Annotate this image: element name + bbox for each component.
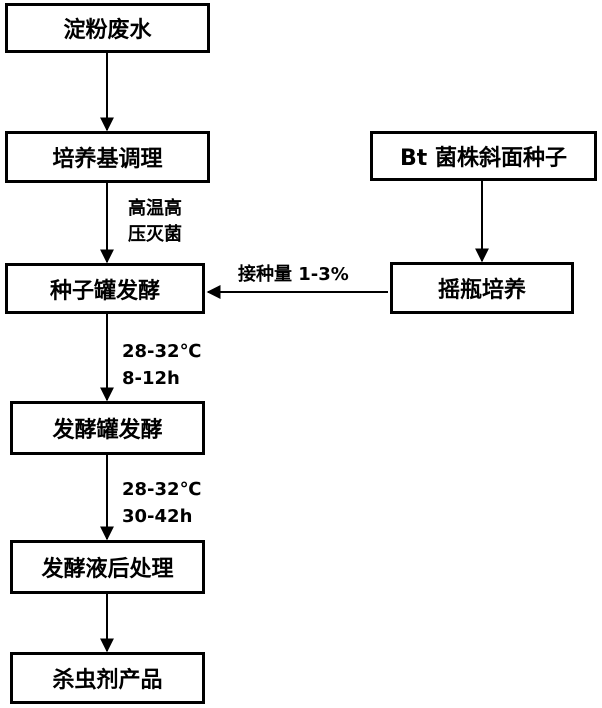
label-sterilization-line1: 高温高: [128, 198, 182, 219]
node-medium-preparation: 培养基调理: [5, 131, 210, 183]
label-seed-duration: 8-12h: [122, 368, 180, 389]
node-insecticide-product: 杀虫剂产品: [10, 652, 205, 704]
node-bt-slant-seed: Bt 菌株斜面种子: [370, 131, 597, 181]
label-seed-temperature: 28-32℃: [122, 341, 202, 362]
node-fermenter-fermentation: 发酵罐发酵: [10, 401, 205, 455]
label-ferment-duration: 30-42h: [122, 506, 193, 527]
node-broth-post-treatment: 发酵液后处理: [10, 540, 205, 594]
label-inoculation-amount: 接种量 1-3%: [238, 264, 349, 285]
label-sterilization-line2: 压灭菌: [128, 224, 182, 245]
node-starch-wastewater: 淀粉废水: [5, 3, 210, 53]
label-ferment-temperature: 28-32℃: [122, 479, 202, 500]
node-seed-tank-fermentation: 种子罐发酵: [5, 263, 205, 314]
node-shake-flask-culture: 摇瓶培养: [390, 262, 574, 314]
